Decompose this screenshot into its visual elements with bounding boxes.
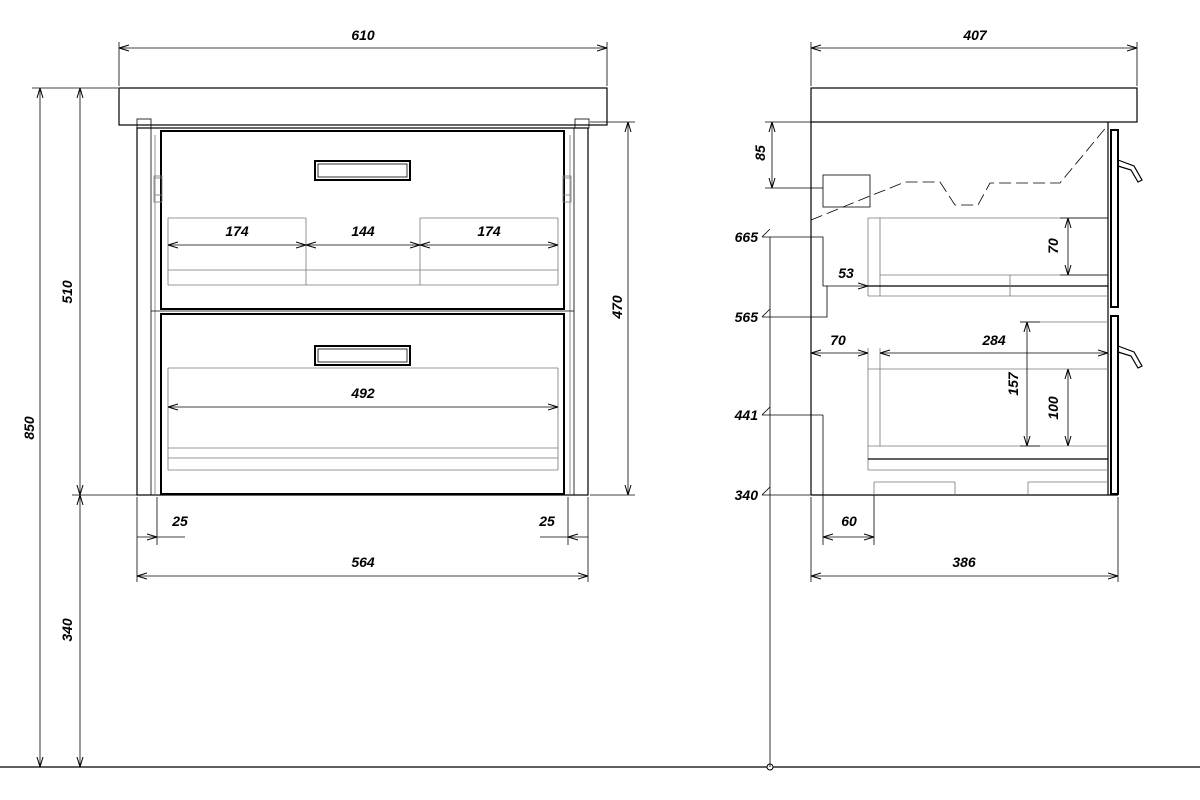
dim-label: 407 <box>962 27 988 43</box>
dim-label: 70 <box>1045 238 1061 254</box>
front-upper-drawer <box>160 130 565 310</box>
dim-front-total-height: 850 <box>21 87 118 768</box>
front-countertop <box>118 87 608 126</box>
dim-label: 665 <box>735 229 759 245</box>
dim-label: 174 <box>477 223 501 239</box>
dim-label: 340 <box>735 487 759 503</box>
side-view: 407 85 665 565 441 340 53 <box>734 27 1143 767</box>
dim-side-bottom-offset: 60 <box>822 495 875 545</box>
dim-front-side-gaps: 25 25 <box>136 497 589 582</box>
dim-front-total-width: 610 <box>118 27 608 86</box>
dim-side-levels: 665 565 441 340 <box>734 228 823 503</box>
front-upper-drawer-internals <box>153 175 572 286</box>
dim-label: 340 <box>59 618 75 642</box>
dim-front-door-height: 470 <box>590 121 635 496</box>
dim-label: 85 <box>752 145 768 161</box>
front-upper-handle <box>314 160 411 181</box>
side-upper-drawer-front <box>1110 129 1119 308</box>
side-siphon-outline <box>810 124 1109 221</box>
dim-label: 60 <box>841 513 857 529</box>
dim-label: 25 <box>538 513 555 529</box>
dim-front-upper-sections: 174 144 174 <box>168 223 558 245</box>
dim-label: 25 <box>171 513 188 529</box>
dim-label: 284 <box>981 332 1006 348</box>
dim-side-lower-drawer-offset: 70 <box>811 332 868 353</box>
side-lower-drawer-front <box>1110 315 1119 495</box>
front-lower-drawer <box>160 313 565 495</box>
dim-label: 441 <box>734 407 759 423</box>
dim-side-lower-drawer-height: 157 <box>1005 321 1040 447</box>
floor-line <box>0 763 1200 771</box>
front-cabinet-body <box>136 127 589 496</box>
dim-front-lower-section: 492 <box>168 385 558 407</box>
front-view: 610 850 510 340 470 <box>21 27 635 768</box>
dim-label: 492 <box>350 385 375 401</box>
dim-side-top-offset: 85 <box>752 121 811 189</box>
dim-side-siphon-gap: 53 <box>827 265 868 286</box>
dim-label: 510 <box>59 280 75 304</box>
dim-label: 100 <box>1045 396 1061 420</box>
side-lower-drawer-internals <box>867 321 1108 495</box>
side-upper-drawer-internals <box>867 217 1108 297</box>
dim-label: 610 <box>351 27 375 43</box>
dim-side-body-depth: 386 <box>810 497 1119 582</box>
dim-label: 470 <box>609 295 625 320</box>
dim-label: 70 <box>830 332 846 348</box>
dim-side-lower-drawer-inner: 100 <box>1045 369 1068 446</box>
dim-side-upper-drawer-height: 70 <box>1045 217 1108 276</box>
front-lower-drawer-internals <box>167 367 559 471</box>
dim-front-body-height: 510 <box>59 88 137 496</box>
dim-front-inner-width: 564 <box>137 554 588 576</box>
dim-label: 53 <box>838 265 854 281</box>
dim-label: 144 <box>351 223 375 239</box>
side-upper-handle <box>1117 159 1143 183</box>
dim-front-floor-height: 340 <box>59 495 80 767</box>
side-countertop <box>810 87 1138 123</box>
dim-label: 174 <box>225 223 249 239</box>
dim-label: 565 <box>735 309 759 325</box>
dim-side-top-depth: 407 <box>810 27 1138 86</box>
dim-label: 564 <box>351 554 375 570</box>
dim-label: 157 <box>1005 371 1021 396</box>
dim-side-lower-drawer-depth: 284 <box>880 332 1108 353</box>
dim-label: 850 <box>21 416 37 440</box>
dim-label: 386 <box>952 554 976 570</box>
side-lower-handle <box>1117 345 1143 369</box>
front-lower-handle <box>314 345 411 366</box>
